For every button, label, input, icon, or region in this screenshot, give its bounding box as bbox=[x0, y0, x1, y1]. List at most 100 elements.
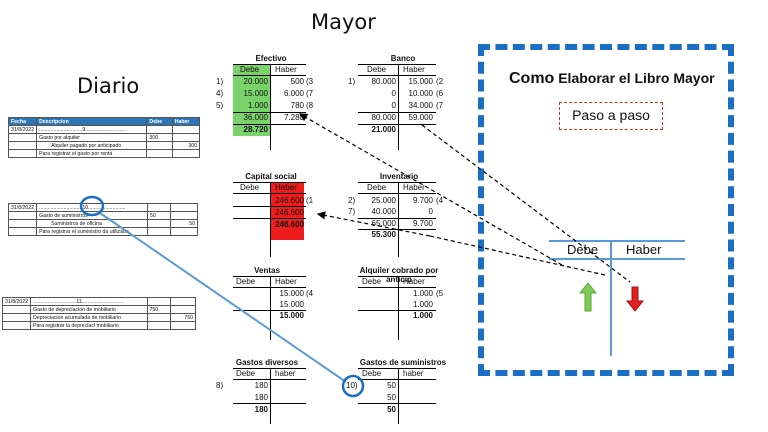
value: 0 bbox=[391, 101, 396, 110]
panel-subtitle-box bbox=[559, 102, 663, 130]
capital-haber-highlight bbox=[270, 182, 304, 240]
banco-total-haber: 59.000 bbox=[408, 113, 433, 122]
alquiler-balance: 1.000 bbox=[412, 311, 433, 320]
gastos-diversos-haber-header: haber bbox=[275, 369, 296, 378]
inventario-haber-header: Haber bbox=[403, 183, 425, 192]
value: 80.000 bbox=[371, 77, 396, 86]
gastos-suministros-balance: 50 bbox=[387, 405, 396, 414]
mayor-title: Mayor bbox=[311, 10, 376, 34]
t-diagram-header-line bbox=[549, 258, 685, 260]
inventario-balance: 55.300 bbox=[371, 230, 396, 239]
arrow-down-icon bbox=[625, 286, 645, 312]
journal-entry-1: Fecha Descripcion Debe Haber 31/8/2022..… bbox=[7, 117, 201, 158]
inventario-title: Inventario bbox=[379, 172, 419, 181]
gastos-diversos-balance: 180 bbox=[254, 405, 268, 414]
ventas-balance: 15.000 bbox=[279, 311, 304, 320]
inventario-debe-header: Debe bbox=[367, 183, 387, 192]
value: 500 bbox=[290, 77, 304, 86]
banco-debe-header: Debe bbox=[367, 65, 387, 74]
value: 9.700 bbox=[412, 196, 433, 205]
row-ref: 2) bbox=[348, 196, 356, 205]
t-diagram-vertical-line bbox=[610, 240, 612, 356]
ventas-haber-header: Haber bbox=[275, 277, 297, 286]
cell bbox=[169, 321, 197, 330]
efectivo-haber-header: Haber bbox=[275, 65, 297, 74]
value: 180 bbox=[254, 393, 268, 402]
panel-title: Como Elaborar el Libro Mayor bbox=[509, 70, 715, 88]
capital-haber-header: Haber bbox=[275, 183, 297, 192]
value: 180 bbox=[254, 381, 268, 390]
gastos-suministros-title: Gastos de suministros bbox=[359, 358, 447, 367]
value: 246.600 bbox=[275, 208, 304, 217]
panel-title-rest: Elaborar el Libro Mayor bbox=[554, 70, 715, 86]
value: 15.000 bbox=[408, 77, 433, 86]
value: 15.000 bbox=[243, 89, 268, 98]
efectivo-debe-header: Debe bbox=[240, 65, 260, 74]
row-ref: 1) bbox=[348, 77, 356, 86]
value: 1.000 bbox=[412, 300, 433, 309]
banco-balance: 21.000 bbox=[371, 125, 396, 134]
diario-title: Diario bbox=[77, 74, 140, 98]
arrow-to-inventario bbox=[429, 235, 606, 276]
journal-entry-3: 31/8/2022..............................1… bbox=[1, 297, 197, 330]
banco-title: Banco bbox=[390, 54, 416, 63]
ventas-debe-header: Debe bbox=[236, 277, 256, 286]
row-ref: (3 bbox=[306, 77, 314, 86]
table-row: 31/8/2022..............................1… bbox=[1, 297, 197, 306]
capital-balance: 246.600 bbox=[275, 220, 304, 229]
banco-haber-header: Haber bbox=[403, 65, 425, 74]
efectivo-title: Efectivo bbox=[255, 54, 287, 63]
value: 25.000 bbox=[371, 196, 396, 205]
inventario-total-haber: 9.700 bbox=[412, 219, 433, 228]
table-row: Para registrar la depreciacl mobiliario bbox=[1, 321, 197, 330]
value: 50 bbox=[387, 381, 396, 390]
cell bbox=[146, 321, 171, 330]
efectivo-balance: 28.720 bbox=[243, 125, 268, 134]
explainer-panel bbox=[478, 44, 734, 376]
efectivo-total-haber: 7.280 bbox=[283, 113, 304, 122]
capital-debe-header: Debe bbox=[240, 183, 260, 192]
table-row: Para registrar el suministro da utilizad… bbox=[7, 227, 198, 236]
value: 6.000 bbox=[283, 89, 304, 98]
gastos-diversos-debe-header: Debe bbox=[236, 369, 256, 378]
gastos-suministros-haber-header: haber bbox=[403, 369, 424, 378]
arrow-from-banco bbox=[421, 124, 631, 283]
cell bbox=[171, 149, 201, 158]
cell bbox=[146, 149, 173, 158]
inventario-total-debe: 65.000 bbox=[371, 219, 396, 228]
value: 20.000 bbox=[243, 77, 268, 86]
row-ref: (2 bbox=[436, 77, 444, 86]
table-row: Para registrar el gasto por renta bbox=[7, 149, 201, 158]
value: 1.000 bbox=[247, 101, 268, 110]
value: 780 bbox=[290, 101, 304, 110]
cell bbox=[146, 227, 172, 236]
t-diagram-top-line bbox=[549, 240, 685, 242]
value: 0 bbox=[391, 89, 396, 98]
row-ref: (1 bbox=[306, 196, 314, 205]
row-ref: (4 bbox=[436, 196, 444, 205]
row-ref: (7 bbox=[306, 89, 314, 98]
value: 246.600 bbox=[275, 196, 304, 205]
alquiler-title: Alquiler cobrado por anticip bbox=[359, 266, 439, 284]
panel-title-bold: Como bbox=[509, 70, 555, 87]
row-ref: 7) bbox=[348, 207, 356, 216]
value: 50 bbox=[387, 393, 396, 402]
t-diagram-debe: Debe bbox=[567, 242, 599, 257]
row-ref: 4) bbox=[216, 89, 224, 98]
cell bbox=[170, 227, 198, 236]
gastos-diversos-title: Gastos diversos bbox=[235, 358, 299, 367]
arrow-to-efectivo bbox=[298, 113, 563, 266]
link-line bbox=[99, 212, 347, 383]
row-ref: (5 bbox=[436, 289, 444, 298]
value: 15.000 bbox=[279, 289, 304, 298]
alquiler-debe-header: Debe bbox=[362, 277, 382, 286]
row-ref: 10) bbox=[346, 381, 358, 390]
value: 10.000 bbox=[408, 89, 433, 98]
row-ref: 5) bbox=[216, 101, 224, 110]
highlight-circle-ledger bbox=[341, 374, 365, 398]
gastos-suministros-debe-header: Debe bbox=[362, 369, 382, 378]
arrow-inventario-to-capital bbox=[316, 211, 431, 237]
value: 40.000 bbox=[371, 207, 396, 216]
value: 1.000 bbox=[412, 289, 433, 298]
